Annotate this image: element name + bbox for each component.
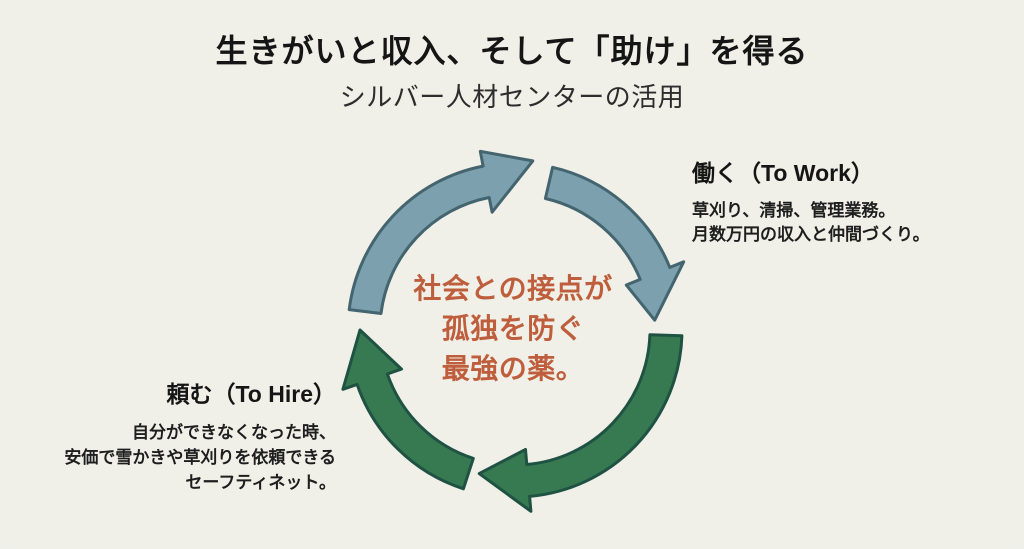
hire-heading: 頼む（To Hire） [166, 381, 336, 407]
hire-block: 頼む（To Hire） 自分ができなくなった時、 安価で雪かきや草刈りを依頼でき… [64, 378, 336, 495]
hire-description-line-2: 安価で雪かきや草刈りを依頼できる [64, 448, 336, 467]
work-heading: 働く（To Work） [692, 160, 874, 186]
center-message-line-2: 孤独を防ぐ [441, 313, 585, 344]
center-message-line-3: 最強の薬。 [441, 353, 585, 384]
center-message-line-1: 社会との接点が [413, 273, 613, 304]
hire-description-line-1: 自分ができなくなった時、 [132, 423, 336, 442]
page-title: 生きがいと収入、そして「助け」を得る [215, 33, 809, 69]
hire-description-line-3: セーフティネット。 [185, 473, 336, 492]
work-description-line-2: 月数万円の収入と仲間づくり。 [692, 225, 930, 244]
cycle-arrow-top-right-icon [543, 165, 686, 322]
cycle-arrow-bottom-left-icon [341, 328, 475, 491]
cycle-arrow-top-left-icon [347, 149, 535, 315]
page-subtitle: シルバー人材センターの活用 [339, 82, 685, 112]
work-block: 働く（To Work） 草刈り、清掃、管理業務。 月数万円の収入と仲間づくり。 [692, 157, 930, 247]
cycle-arrow-bottom-right-icon [477, 333, 684, 513]
center-message: 社会との接点が 孤独を防ぐ 最強の薬。 [413, 269, 612, 389]
work-description-line-1: 草刈り、清掃、管理業務。 [692, 201, 896, 220]
